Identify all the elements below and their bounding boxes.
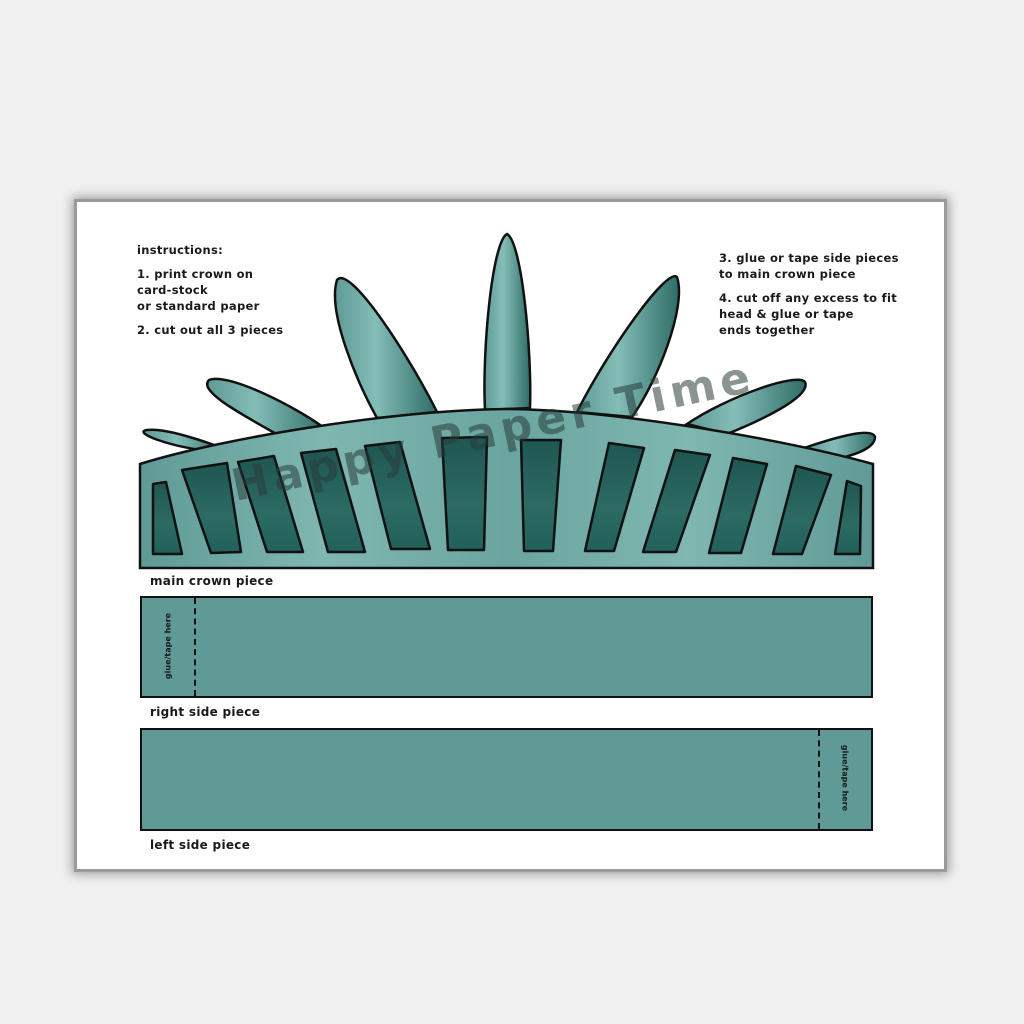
instruction-step-3-cont: to main crown piece <box>719 267 856 281</box>
crown-illustration <box>138 232 877 570</box>
instruction-step-1-cont: or standard paper <box>137 299 260 313</box>
instructions-right: 3. glue or tape side pieces to main crow… <box>719 250 899 338</box>
right-side-piece: glue/tape here <box>140 596 873 698</box>
instructions-heading: instructions: <box>137 243 224 257</box>
instruction-step-4-cont: head & glue or tape <box>719 307 854 321</box>
fold-line <box>818 730 820 829</box>
fold-line <box>194 598 196 696</box>
instruction-step-4: 4. cut off any excess to fit <box>719 291 898 305</box>
crown-windows <box>151 435 863 556</box>
instruction-step-1-cont: card-stock <box>137 283 208 297</box>
instruction-step-3: 3. glue or tape side pieces <box>719 251 899 265</box>
instruction-step-1: 1. print crown on <box>137 267 254 281</box>
instructions-left: instructions: 1. print crown on card-sto… <box>137 242 283 338</box>
printable-sheet: Happy Paper Time instructions: 1. print … <box>77 202 944 869</box>
instruction-step-4-cont: ends together <box>719 323 815 337</box>
main-crown-piece-label: main crown piece <box>150 574 274 588</box>
left-side-piece-label: left side piece <box>150 838 251 852</box>
left-side-piece: glue/tape here <box>140 728 873 831</box>
glue-tape-label: glue/tape here <box>163 612 173 680</box>
glue-tape-label: glue/tape here <box>840 744 850 812</box>
instruction-step-2: 2. cut out all 3 pieces <box>137 323 284 337</box>
right-side-piece-label: right side piece <box>150 705 261 719</box>
